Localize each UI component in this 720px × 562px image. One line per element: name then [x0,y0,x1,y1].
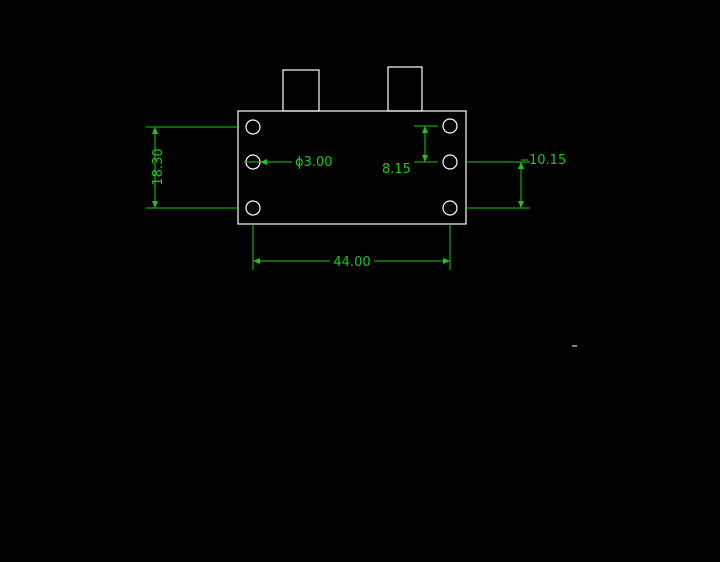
mounting-hole-bottom-right [442,200,458,216]
mounting-hole-top-right [442,118,458,134]
dimension-inner-spacing: 8.15 [382,125,438,177]
dimension-label-right-offset: 10.15 [529,153,566,168]
dimension-width-bottom: 44.00 [252,224,451,270]
dimension-hole-diameter: ϕ3.00 [244,155,333,170]
dimension-label-diameter: ϕ3.00 [295,155,333,170]
connector-right [387,66,423,112]
dimension-label-height: 18.30 [151,148,166,185]
housing-body [237,110,467,225]
mounting-hole-mid-right [442,154,458,170]
dimension-right-offset: 10.15 [466,153,566,209]
mounting-hole-top-left [245,119,261,135]
connector-left [282,69,320,112]
mounting-hole-bottom-left [245,200,261,216]
dimension-label-width: 44.00 [333,255,370,270]
dimension-label-inner-spacing: 8.15 [382,162,411,177]
dimension-height-left: 18.30 [146,126,238,209]
